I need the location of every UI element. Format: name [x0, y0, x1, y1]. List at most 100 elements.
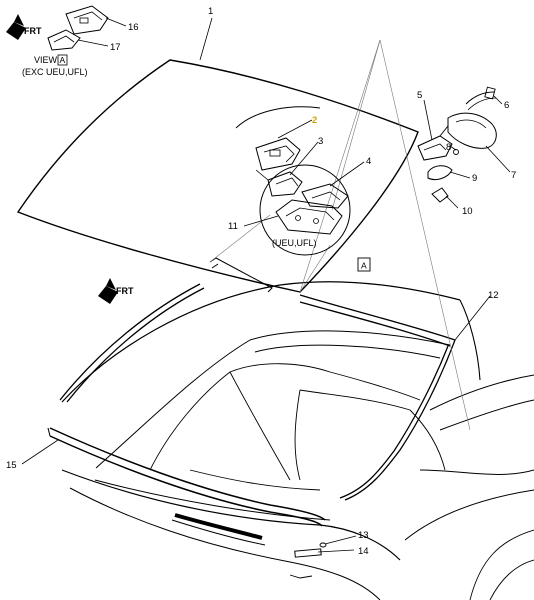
- view-caption: VIEW A (EXC UEU,UFL): [22, 54, 88, 77]
- mirror-assembly: [417, 86, 497, 203]
- wire-harness-6-b: [467, 97, 497, 111]
- callout-11: 11: [228, 221, 238, 232]
- leader-6: [493, 95, 503, 105]
- front-arrow-mid-text: FRT: [116, 286, 134, 296]
- leader-16: [105, 17, 127, 27]
- windshield-outline: [16, 59, 419, 293]
- molding-left-inner: [66, 287, 205, 403]
- leader-13: [324, 535, 357, 545]
- lower-strip-outer: [49, 427, 326, 521]
- leader-4: [329, 161, 365, 187]
- callout-6: 6: [504, 100, 509, 111]
- clip-10: [431, 187, 449, 203]
- cabin-line-1: [149, 363, 331, 471]
- wire-harness-6: [465, 91, 495, 105]
- mount-connector: [255, 169, 269, 181]
- molding-right-outer: [344, 339, 456, 501]
- bracket-4-detail: [311, 191, 341, 201]
- sensor-housing-detail: [285, 207, 335, 221]
- front-arrow-mid-icon: [98, 286, 118, 304]
- vin-plate: [294, 548, 322, 558]
- roof-rear-edge: [459, 299, 481, 381]
- mirror-base: [469, 529, 534, 600]
- callout-10: 10: [462, 206, 473, 217]
- callout-17: 17: [110, 42, 121, 53]
- leader-9: [449, 171, 471, 179]
- leader-12: [454, 295, 491, 341]
- roof-front-edge: [61, 281, 461, 403]
- front-arrow-mid-tip: [106, 278, 116, 290]
- callout-15: 15: [6, 460, 17, 471]
- dash-line: [189, 469, 321, 491]
- lower-clip-outline: [289, 574, 313, 579]
- part-17-cover: [47, 29, 81, 51]
- header-inner: [249, 330, 451, 346]
- leader-11: [243, 215, 279, 227]
- callout-1: 1: [208, 6, 213, 17]
- view-a-parts: [47, 5, 109, 51]
- part-16-bracket: [65, 5, 109, 35]
- harness-connector: [484, 86, 496, 100]
- detail-inset: [235, 106, 351, 256]
- mirror-head-detail: [455, 119, 487, 129]
- view-word: VIEW: [34, 55, 58, 65]
- proj-line-2: [379, 39, 471, 431]
- front-arrow-top-text: FRT: [24, 26, 42, 36]
- mount-pad-3: [267, 171, 303, 197]
- glass-lower-bracket: [209, 257, 273, 293]
- view-letter-box: [57, 54, 68, 66]
- part-16-detail: [73, 11, 103, 21]
- leader-1: [199, 17, 213, 61]
- a-pillar-left: [95, 339, 251, 469]
- cowl-lower: [69, 487, 381, 600]
- ref-box-letter: A: [361, 261, 367, 271]
- inset-condition: (UEU,UFL): [272, 238, 317, 248]
- bracket-4: [301, 183, 349, 209]
- proj-line-4: [209, 214, 271, 263]
- mirror-arm: [439, 125, 449, 137]
- front-arrow-top: FRT: [6, 14, 42, 40]
- mirror-base-5: [417, 135, 453, 161]
- callout-4: 4: [366, 156, 371, 167]
- view-letter: A: [60, 55, 66, 65]
- front-arrow-top-tip: [14, 14, 24, 26]
- callout-8: 8: [446, 142, 451, 153]
- part-17-detail: [53, 35, 75, 43]
- mount-bracket-2: [255, 137, 301, 171]
- callout-13: 13: [358, 530, 369, 541]
- cowl-inner: [94, 479, 331, 521]
- mount-bracket-2-slot: [269, 149, 281, 157]
- cabin-line-2: [229, 371, 291, 481]
- mount-bracket-2-inner: [263, 145, 295, 163]
- molding-15: [47, 427, 326, 527]
- molding-left-outer: [59, 283, 201, 401]
- lower-strip-end: [47, 427, 51, 437]
- leader-lines: [21, 17, 511, 553]
- housing-hole-2: [313, 218, 319, 224]
- callout-5: 5: [417, 90, 422, 101]
- callout-3: 3: [318, 136, 323, 147]
- leader-17: [77, 39, 109, 47]
- leader-15: [21, 439, 59, 465]
- mirror-head-7: [447, 112, 497, 149]
- part-13-marker: [319, 542, 327, 548]
- body-side: [404, 489, 534, 541]
- cowl-vent-edge: [171, 519, 266, 546]
- leader-7: [485, 145, 511, 173]
- vehicle-body: [61, 281, 534, 600]
- ref-box-frame: [357, 257, 371, 272]
- cowl-front: [61, 469, 401, 561]
- leader-10: [445, 195, 459, 209]
- sensor-housing-11: [275, 199, 343, 235]
- leader-2: [277, 119, 313, 139]
- callout-16: 16: [128, 22, 139, 33]
- door-top: [429, 374, 534, 411]
- leader-8: [449, 145, 457, 151]
- callout-9: 9: [472, 173, 477, 184]
- seat-outline-mid: [294, 389, 301, 481]
- front-arrow-top-icon: [6, 22, 26, 40]
- callout-12: 12: [488, 290, 499, 301]
- leader-3: [289, 141, 319, 176]
- molding-top-outer: [299, 294, 456, 341]
